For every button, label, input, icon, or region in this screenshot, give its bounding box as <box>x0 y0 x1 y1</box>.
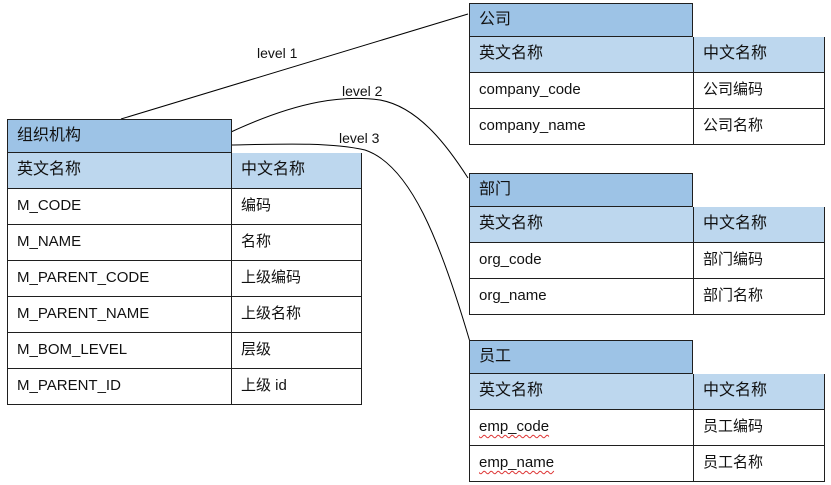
cell-english: M_BOM_LEVEL <box>8 333 232 368</box>
table-row: emp_code 员工编码 <box>469 410 825 446</box>
cell-chinese: 公司编码 <box>703 81 764 98</box>
cell-chinese: 员工编码 <box>703 418 764 435</box>
connector-level-2 <box>230 97 469 179</box>
cell-chinese: 部门编码 <box>703 251 764 268</box>
table-row: emp_name 员工名称 <box>469 446 825 482</box>
header-english-name: 英文名称 <box>470 374 694 409</box>
table-row: M_NAME 名称 <box>7 225 362 261</box>
cell-english: emp_code <box>470 410 694 445</box>
table-row: M_PARENT_ID 上级 id <box>7 369 362 405</box>
header-chinese-name: 中文名称 <box>703 382 768 399</box>
cell-english: emp_name <box>470 446 694 481</box>
header-english-name: 英文名称 <box>470 37 694 72</box>
header-chinese-name: 中文名称 <box>703 45 768 62</box>
header-english-name: 英文名称 <box>470 207 694 242</box>
header-chinese-name: 中文名称 <box>241 161 306 178</box>
cell-english: company_name <box>470 109 694 144</box>
cell-chinese: 员工名称 <box>703 454 764 471</box>
table-row: M_PARENT_NAME 上级名称 <box>7 297 362 333</box>
table-row: company_code 公司编码 <box>469 73 825 109</box>
cell-chinese: 上级编码 <box>241 269 302 286</box>
table-row: M_CODE 编码 <box>7 189 362 225</box>
cell-english-text: emp_code <box>479 418 550 435</box>
cell-english: M_NAME <box>8 225 232 260</box>
cell-chinese: 部门名称 <box>703 287 764 304</box>
cell-chinese: 名称 <box>241 233 272 250</box>
connector-level-1 <box>120 13 469 120</box>
department-table-header: 英文名称 中文名称 <box>469 207 825 243</box>
cell-english: M_PARENT_ID <box>8 369 232 404</box>
cell-english: M_PARENT_NAME <box>8 297 232 332</box>
cell-english: org_code <box>470 243 694 278</box>
cell-english: M_PARENT_CODE <box>8 261 232 296</box>
employee-table-title: 员工 <box>469 340 693 374</box>
cell-chinese: 层级 <box>241 341 272 358</box>
level-3-label: level 3 <box>339 130 380 146</box>
level-1-label: level 1 <box>257 45 298 61</box>
company-table-header: 英文名称 中文名称 <box>469 37 825 73</box>
cell-english: org_name <box>470 279 694 314</box>
table-row: M_BOM_LEVEL 层级 <box>7 333 362 369</box>
connector-level-3 <box>230 143 471 343</box>
employee-table-header: 英文名称 中文名称 <box>469 374 825 410</box>
header-chinese-name: 中文名称 <box>703 215 768 232</box>
org-table-header: 英文名称 中文名称 <box>7 153 362 189</box>
org-table-title: 组织机构 <box>7 119 232 153</box>
company-table-title: 公司 <box>469 3 693 37</box>
level-2-label: level 2 <box>342 83 383 99</box>
table-row: org_name 部门名称 <box>469 279 825 315</box>
cell-chinese: 编码 <box>241 197 272 214</box>
header-english-name: 英文名称 <box>8 153 232 188</box>
cell-chinese: 公司名称 <box>703 117 764 134</box>
table-row: company_name 公司名称 <box>469 109 825 145</box>
cell-english: M_CODE <box>8 189 232 224</box>
table-row: M_PARENT_CODE 上级编码 <box>7 261 362 297</box>
cell-chinese: 上级名称 <box>241 305 302 322</box>
table-row: org_code 部门编码 <box>469 243 825 279</box>
cell-english: company_code <box>470 73 694 108</box>
department-table-title: 部门 <box>469 173 693 207</box>
cell-english-text: emp_name <box>479 454 555 471</box>
cell-chinese: 上级 id <box>241 377 287 394</box>
